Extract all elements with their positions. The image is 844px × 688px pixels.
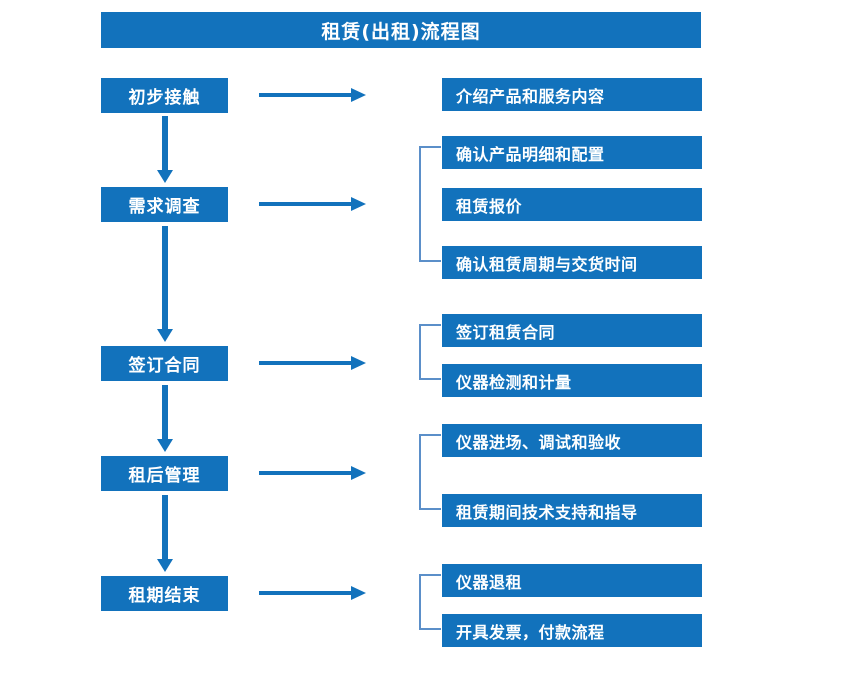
flow-arrow-right-5 [259,586,366,600]
stage-box-zuhou-guanli[interactable]: 租后管理 [101,456,228,491]
arrow-shaft [162,116,168,170]
detail-box-zulin-baojia[interactable]: 租赁报价 [442,188,702,221]
arrow-shaft [162,226,168,329]
group-bracket-zuqi-jieshu [419,574,441,630]
flow-arrow-right-1 [259,88,366,102]
diagram-title: 租赁(出租)流程图 [101,12,701,48]
flow-arrow-right-4 [259,466,366,480]
flow-arrow-down-4 [157,495,173,572]
arrow-shaft [259,471,352,475]
stage-box-xuqiu-diaocha[interactable]: 需求调查 [101,187,228,222]
detail-box-kaiju-fapiao[interactable]: 开具发票，付款流程 [442,614,702,647]
detail-box-queren-zulin-zhouqi[interactable]: 确认租赁周期与交货时间 [442,246,702,279]
arrow-head [157,439,173,452]
arrow-head [157,559,173,572]
group-bracket-zuhou-guanli [419,434,441,510]
stage-box-zuqi-jieshu[interactable]: 租期结束 [101,576,228,611]
flow-arrow-down-3 [157,385,173,452]
detail-box-qianding-zulin-hetong[interactable]: 签订租赁合同 [442,314,702,347]
arrow-shaft [259,361,352,365]
detail-box-zulin-qijian-zhichi[interactable]: 租赁期间技术支持和指导 [442,494,702,527]
arrow-shaft [162,385,168,439]
group-bracket-xuqiu-diaocha [419,146,441,262]
flow-arrow-right-3 [259,356,366,370]
flow-arrow-right-2 [259,197,366,211]
detail-box-yiqi-jiance-jiliang[interactable]: 仪器检测和计量 [442,364,702,397]
arrow-head [157,170,173,183]
detail-box-jieshao-chanpin[interactable]: 介绍产品和服务内容 [442,78,702,111]
detail-box-yiqi-jinchang[interactable]: 仪器进场、调试和验收 [442,424,702,457]
arrow-head [351,88,366,102]
stage-box-qianding-hetong[interactable]: 签订合同 [101,346,228,381]
arrow-shaft [259,202,352,206]
flow-arrow-down-2 [157,226,173,342]
arrow-shaft [259,93,352,97]
group-bracket-qianding-hetong [419,324,441,380]
arrow-shaft [162,495,168,559]
arrow-head [351,466,366,480]
arrow-shaft [259,591,352,595]
arrow-head [351,586,366,600]
stage-box-chubu-jiechu[interactable]: 初步接触 [101,78,228,113]
arrow-head [351,356,366,370]
arrow-head [157,329,173,342]
flow-arrow-down-1 [157,116,173,183]
detail-box-yiqi-tuizu[interactable]: 仪器退租 [442,564,702,597]
detail-box-queren-chanpin-mingxi[interactable]: 确认产品明细和配置 [442,136,702,169]
arrow-head [351,197,366,211]
